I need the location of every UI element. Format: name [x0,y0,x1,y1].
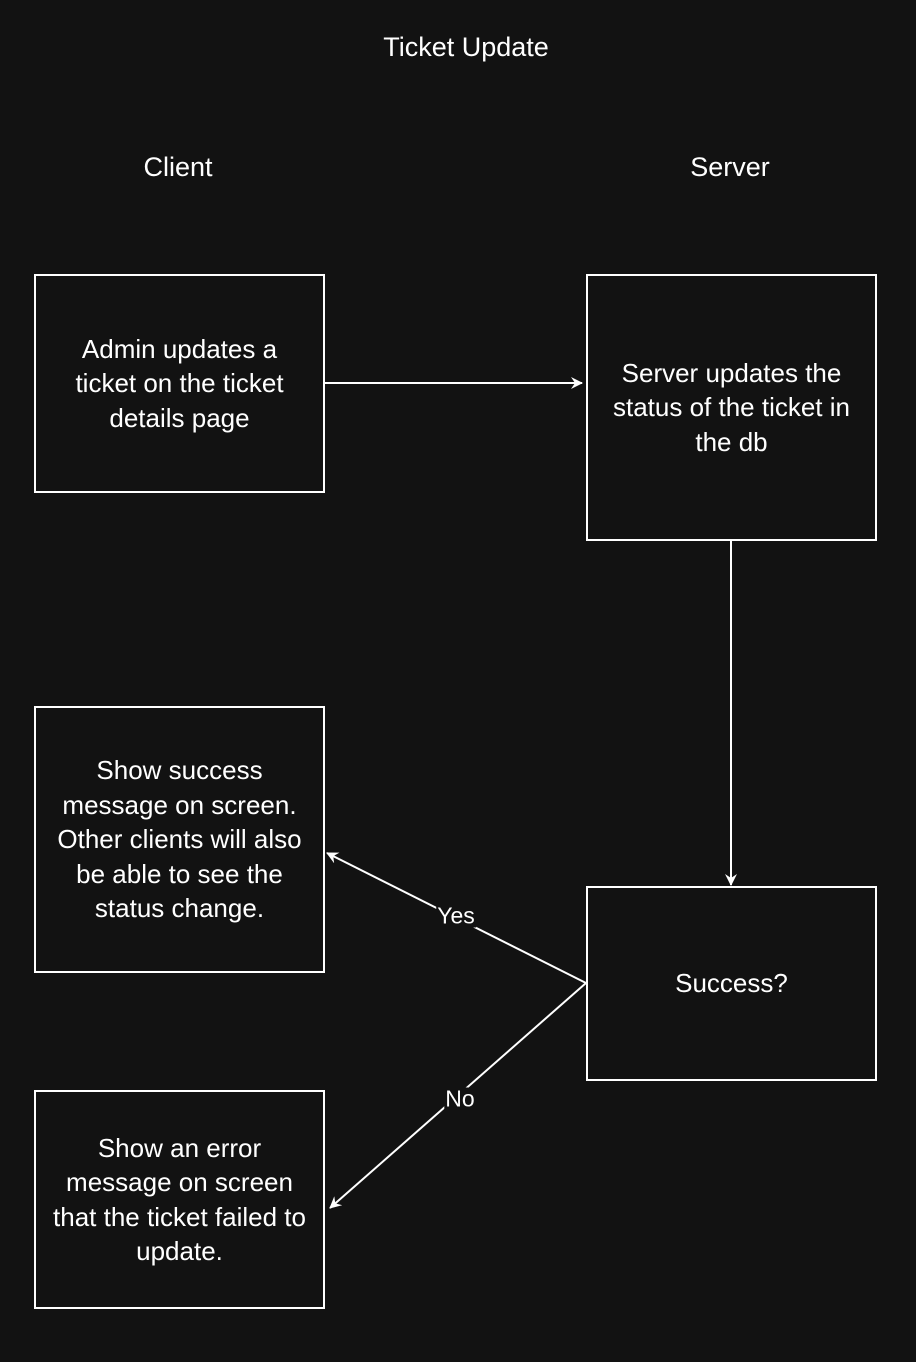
edge-label-no: No [444,1085,476,1112]
node-admin-update: Admin updates a ticket on the ticket det… [34,274,325,493]
node-server-update-text: Server updates the status of the ticket … [612,357,850,457]
lane-label-server: Server [690,152,770,182]
node-admin-update-text: Admin updates a ticket on the ticket det… [75,333,284,433]
node-success-check-text: Success? [675,968,788,999]
node-server-update: Server updates the status of the ticket … [586,274,877,541]
node-show-success: Show success message on screen. Other cl… [34,706,325,973]
node-show-error: Show an error message on screen that the… [34,1090,325,1309]
node-success-check: Success? [586,886,877,1081]
node-show-success-text: Show success message on screen. Other cl… [57,755,302,924]
lane-label-client: Client [143,152,213,182]
diagram-title: Ticket Update [383,32,549,62]
edge-label-yes: Yes [436,902,476,929]
node-show-error-text: Show an error message on screen that the… [53,1132,306,1267]
